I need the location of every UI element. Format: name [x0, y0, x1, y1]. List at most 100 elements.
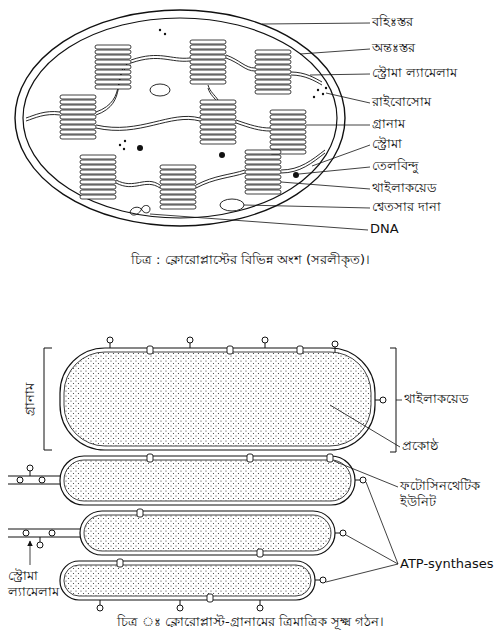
granum	[255, 50, 291, 94]
thylakoid-outer	[60, 348, 375, 450]
ribosome	[325, 87, 327, 89]
photosynthetic-unit	[117, 559, 123, 567]
part-label: থাইলাকয়েড	[372, 180, 497, 196]
granum-bracket	[44, 348, 52, 450]
inner-membrane	[23, 18, 337, 218]
part-label: অন্তঃস্তর	[372, 40, 497, 56]
photosynthetic-unit	[257, 549, 263, 557]
thylakoid-lumen	[64, 565, 311, 596]
photosynthetic-unit	[147, 346, 153, 354]
leader-line	[346, 535, 398, 564]
leader-line	[299, 167, 370, 174]
ribosome	[164, 33, 166, 35]
atp-synthase	[315, 577, 326, 583]
leader-line	[396, 400, 402, 401]
leader-line	[326, 564, 398, 582]
photosynthetic-unit	[147, 454, 153, 462]
atp-synthase	[97, 600, 103, 611]
part-label: ATP-synthases	[400, 556, 500, 572]
figure-caption: চিত্র : ক্লোরোপ্লাস্টের বিভিন্ন অংশ (সরল…	[10, 252, 491, 268]
oil-drops	[137, 145, 299, 178]
thylakoid-compartments	[60, 348, 375, 600]
part-label: স্ট্রোমা ল্যামেলাম	[372, 65, 497, 81]
leader-lines	[150, 23, 370, 230]
photosynthetic-unit	[137, 509, 143, 517]
part-label: ফটোসিনথেটিক ইউনিট	[400, 478, 498, 510]
leader-line	[326, 93, 370, 103]
thylakoid-lumen	[84, 515, 331, 551]
atp-synthase	[335, 530, 346, 536]
part-label: প্রকোষ্ঠ	[402, 438, 497, 454]
ribosome	[317, 89, 319, 91]
part-label: তেলবিন্দু	[372, 158, 497, 174]
lamella-membrane	[8, 476, 62, 477]
atp-synthase	[355, 477, 366, 483]
oil-drop	[137, 145, 143, 151]
leader-line	[330, 405, 400, 447]
atp-synthase	[27, 465, 33, 476]
ribosome	[119, 144, 121, 146]
part-label: DNA	[370, 221, 495, 237]
oil-drop	[293, 172, 299, 178]
oil-drop	[219, 152, 225, 158]
thylakoid-outer	[60, 456, 355, 505]
atp-synthase	[187, 337, 193, 348]
granum	[245, 150, 281, 194]
thylakoid-outer	[80, 511, 335, 555]
thylakoid-lumen	[64, 460, 351, 501]
thylakoid-outer	[60, 561, 315, 600]
pointer-arrow	[30, 541, 31, 565]
atp-synthase	[257, 600, 263, 611]
ribosome	[159, 29, 161, 31]
part-label: রাইবোসোম	[372, 94, 497, 110]
part-label: গ্রানাম	[372, 116, 497, 132]
leader-line	[300, 49, 370, 54]
part-label: থাইলাকয়েড	[404, 391, 499, 407]
photosynthetic-unit	[247, 454, 253, 462]
part-label: স্ট্রোমা	[372, 136, 497, 152]
leader-lines	[30, 400, 402, 582]
leader-line	[312, 145, 370, 166]
membrane-particle	[17, 477, 23, 483]
atp-synthase	[107, 337, 113, 348]
leader-line	[281, 182, 370, 189]
lamella-membrane	[8, 484, 62, 485]
atp-synthase	[332, 341, 338, 352]
leader-line	[244, 205, 370, 208]
starch-grain	[220, 199, 244, 211]
photosynthetic-unit	[207, 594, 213, 602]
ribosome	[123, 148, 125, 150]
photosynthetic-unit	[297, 346, 303, 354]
granum	[190, 40, 226, 84]
brackets	[44, 348, 396, 452]
leader-line	[310, 74, 370, 75]
part-label: বহিঃস্তর	[372, 14, 497, 30]
membrane-particle	[39, 477, 45, 483]
photosynthetic-unit	[327, 454, 333, 462]
leader-line	[262, 23, 370, 24]
granum	[270, 110, 306, 154]
membrane-particle	[23, 530, 29, 536]
dna-loop	[130, 205, 150, 215]
lamella-membrane	[8, 529, 82, 530]
atp-synthase	[177, 600, 183, 611]
ribosome	[124, 140, 126, 142]
granum	[95, 45, 131, 89]
granum	[160, 165, 196, 209]
leader-line	[150, 214, 368, 230]
membrane-particle	[49, 530, 55, 536]
granum	[60, 95, 96, 139]
lamella-membrane	[8, 537, 82, 538]
thylakoid-lumen	[64, 352, 371, 446]
ribosome	[322, 93, 324, 95]
granum	[80, 155, 116, 199]
atp-synthases	[27, 337, 386, 611]
atp-synthase	[37, 537, 43, 548]
starch-grain	[150, 84, 170, 96]
thylakoid-bracket	[390, 348, 396, 452]
photosynthetic-unit	[227, 346, 233, 354]
atp-synthase	[375, 397, 386, 403]
part-label: শ্বেতসার দানা	[372, 199, 497, 215]
